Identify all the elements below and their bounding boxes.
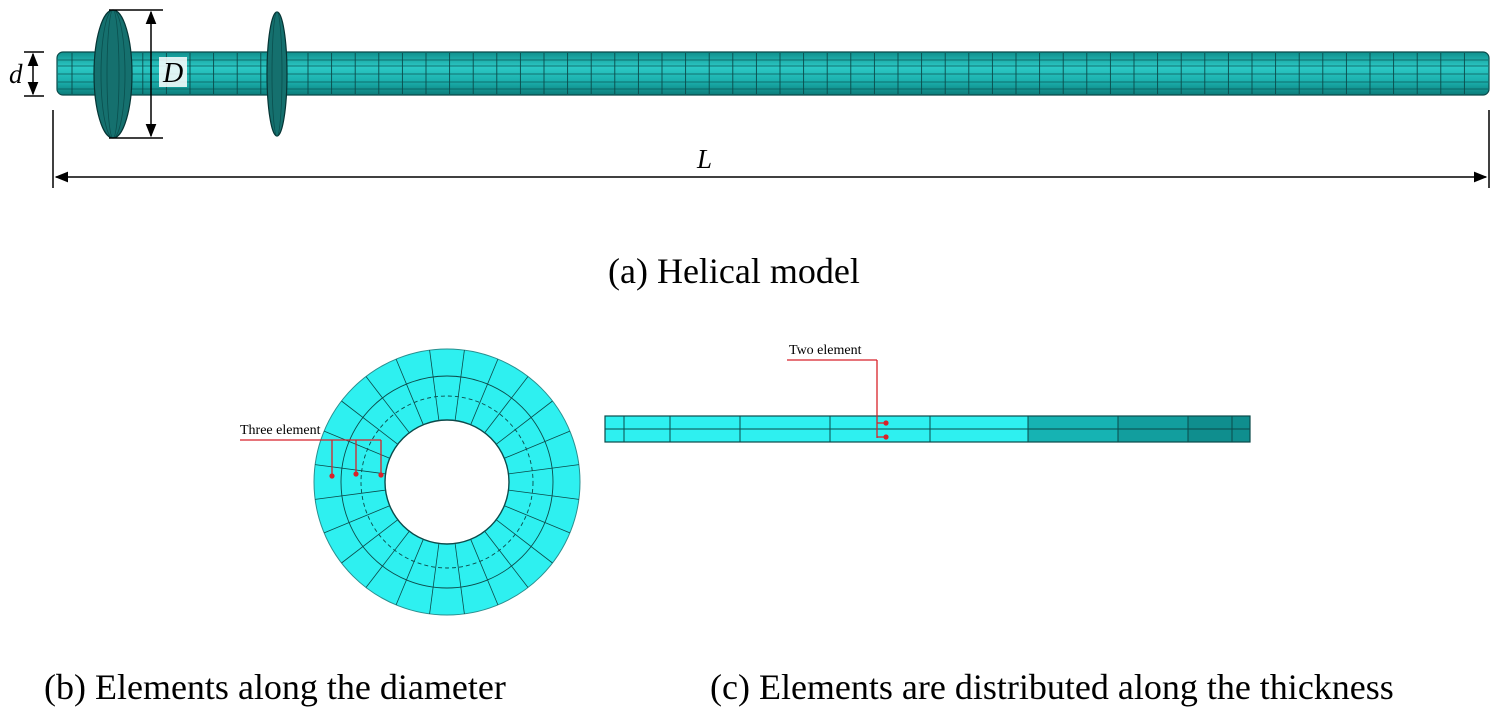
plate-hole (384, 419, 510, 545)
pile-length-dimension (52, 110, 1490, 188)
helical-model (24, 9, 1490, 188)
caption-panel-b: (b) Elements along the diameter (44, 667, 506, 707)
strip-mesh-divisions (623, 416, 1233, 442)
pile-length-label: L (697, 144, 713, 174)
plate-thickness-view (604, 359, 1251, 443)
helix-diameter-label: D (163, 58, 184, 89)
shaft-diameter-label: d (9, 59, 23, 89)
plate-mesh-radial-lines (315, 350, 579, 614)
two-element-label: Two element (789, 343, 862, 358)
two-element-callout (787, 359, 889, 440)
plate-diameter-view (240, 348, 581, 616)
three-element-callout (240, 439, 384, 479)
caption-panel-c: (c) Elements are distributed along the t… (710, 667, 1394, 707)
helix-diameter-dimension (109, 9, 187, 139)
helix-plate-2 (266, 11, 288, 137)
caption-panel-a: (a) Helical model (608, 251, 860, 291)
helix-plate-1 (93, 9, 133, 139)
shaft-diameter-dimension (24, 51, 44, 97)
pile-shaft (56, 51, 1490, 96)
three-element-label: Three element (240, 423, 321, 438)
